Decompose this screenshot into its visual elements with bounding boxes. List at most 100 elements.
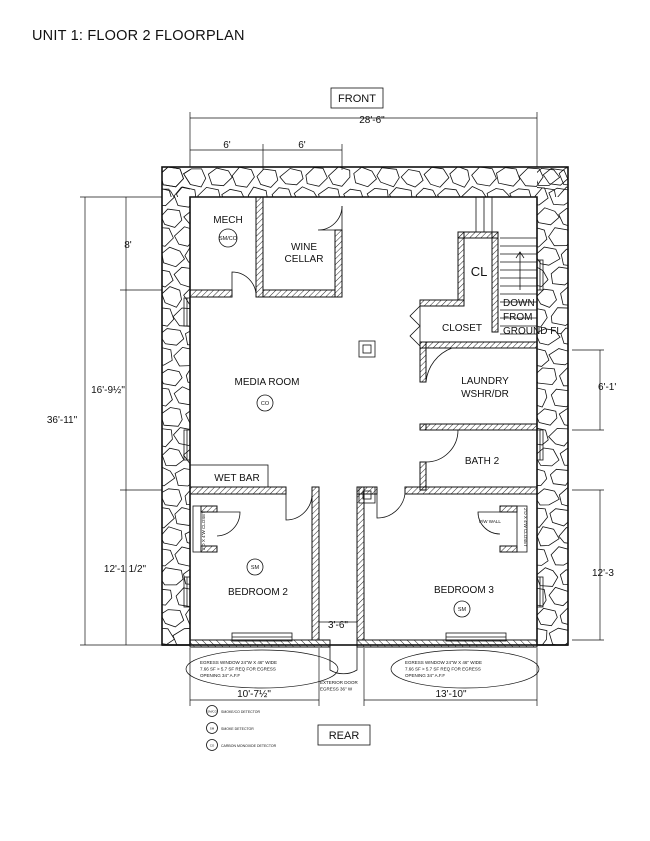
stone	[162, 488, 183, 507]
stone	[559, 607, 568, 625]
svg-text:REAR: REAR	[329, 730, 360, 742]
stone	[279, 168, 304, 186]
stone	[162, 526, 183, 547]
stone	[550, 266, 568, 286]
stone	[460, 186, 487, 197]
stone	[162, 588, 173, 606]
stone	[537, 548, 549, 566]
dimension-lines	[80, 112, 604, 706]
svg-text:CO: CO	[210, 744, 215, 748]
svg-text:SM/CO: SM/CO	[219, 236, 238, 242]
stone	[537, 328, 561, 346]
stone	[537, 246, 561, 266]
stone	[537, 348, 550, 367]
dim-bottom-left: 10'-7½"	[237, 689, 271, 700]
room-cl: CL	[471, 264, 488, 279]
stone	[162, 328, 185, 346]
stone	[183, 169, 190, 185]
stone	[537, 628, 548, 645]
stone	[173, 186, 190, 208]
dim-left-overall: 36'-11"	[47, 415, 78, 426]
room-bath-2: BATH 2	[465, 456, 500, 467]
stone	[162, 548, 175, 567]
stone	[548, 187, 568, 206]
stone	[471, 167, 497, 187]
stone	[293, 186, 318, 197]
stone	[162, 188, 172, 197]
stone	[182, 448, 190, 464]
stone	[271, 187, 292, 197]
svg-text:CARBON MONOXIDE DETECTOR: CARBON MONOXIDE DETECTOR	[221, 744, 277, 748]
stone	[183, 568, 190, 585]
stone	[162, 609, 185, 628]
stone	[436, 188, 461, 197]
detector-legend: SM/CO SMOKE/CO DETECTOR SM SMOKE DETECTO…	[206, 705, 277, 751]
stone	[558, 167, 568, 186]
stone	[559, 366, 568, 387]
stone	[231, 167, 255, 188]
room-bedroom-3: BEDROOM 3	[434, 585, 494, 596]
dim-left-middle: 16'-9½"	[91, 385, 125, 396]
stone	[162, 387, 173, 407]
dim-left-upper: 8'	[124, 240, 132, 251]
stone	[376, 167, 400, 188]
stone	[559, 569, 568, 586]
stone	[162, 368, 183, 387]
svg-text:SM: SM	[458, 607, 467, 613]
stone	[247, 186, 268, 197]
svg-text:FRONT: FRONT	[338, 93, 376, 105]
stone	[207, 167, 233, 187]
stone	[162, 567, 184, 586]
stone	[449, 167, 470, 188]
stone	[176, 186, 197, 197]
interior-walls	[189, 196, 538, 675]
room-closet: CLOSET	[442, 323, 482, 334]
stone	[550, 546, 568, 566]
stone	[537, 308, 548, 328]
room-bedroom-2: BEDROOM 2	[228, 587, 288, 598]
stone	[185, 330, 190, 346]
rear-label: REAR	[317, 724, 371, 746]
stone	[173, 266, 190, 288]
stone	[548, 227, 568, 247]
stone	[537, 207, 560, 226]
stone	[388, 187, 413, 197]
stone	[173, 386, 190, 406]
room-media: MEDIA ROOM	[234, 377, 299, 388]
dim-top-left: 6'	[223, 140, 231, 151]
stone	[537, 227, 548, 248]
stone	[550, 388, 568, 408]
svg-text:CO: CO	[261, 401, 270, 407]
stone	[184, 247, 190, 264]
stone	[548, 627, 568, 645]
stone	[558, 407, 568, 426]
smoke-detector-icon: SM	[246, 558, 264, 576]
front-label: FRONT	[330, 87, 384, 109]
stone	[174, 468, 190, 487]
stone	[366, 187, 389, 197]
stone	[548, 428, 568, 447]
side-windows	[183, 259, 544, 642]
stone	[174, 546, 190, 567]
stone	[162, 466, 176, 487]
stone	[185, 368, 190, 383]
stone	[496, 167, 521, 187]
stone	[537, 607, 558, 627]
stone	[537, 387, 548, 408]
stone	[560, 248, 568, 266]
stone	[184, 489, 190, 506]
stone	[172, 427, 190, 446]
stone	[353, 167, 378, 188]
dim-corridor: 3'-6"	[328, 620, 348, 631]
stone	[537, 187, 549, 206]
stone	[537, 167, 561, 186]
stone	[183, 288, 190, 305]
stone	[518, 167, 544, 187]
stone	[542, 168, 568, 186]
stone	[174, 226, 190, 247]
stone	[548, 586, 568, 607]
stone	[537, 408, 558, 426]
stone	[486, 188, 511, 197]
stone	[558, 208, 568, 227]
